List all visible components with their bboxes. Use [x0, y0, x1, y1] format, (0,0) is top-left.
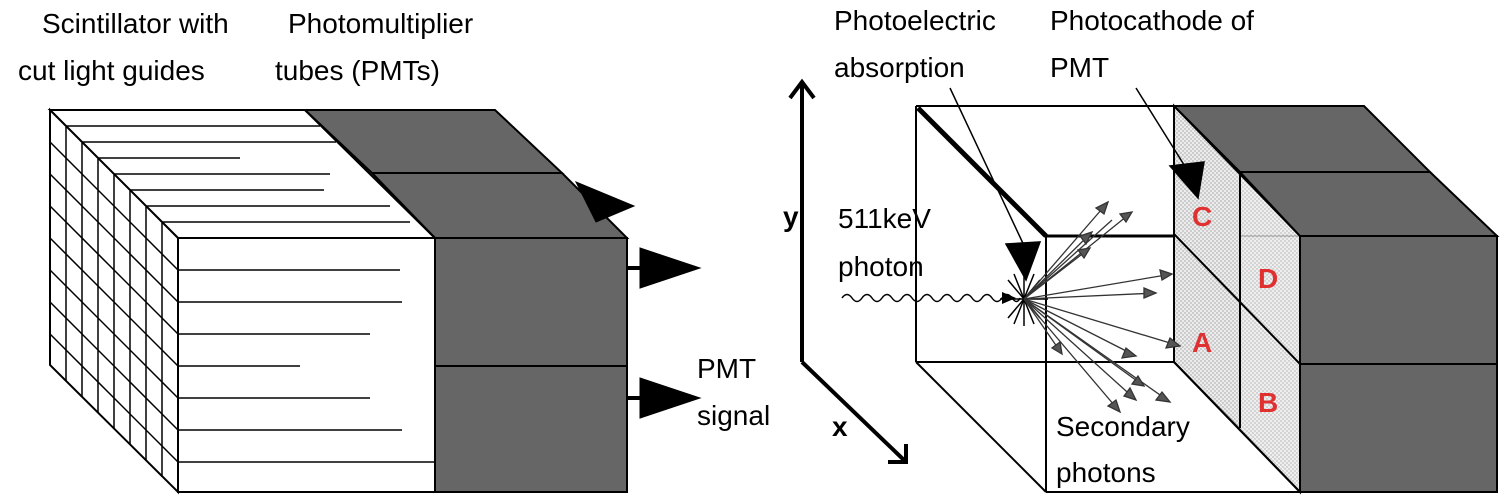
photon-arrowhead — [1002, 292, 1016, 304]
x-axis-arrowhead — [888, 444, 908, 464]
photocathode-label: Photocathode of PMT — [1050, 5, 1262, 83]
axes — [788, 78, 908, 464]
photocathode-pointer-head — [1168, 161, 1205, 200]
right-pmt-front-lower — [1299, 363, 1498, 493]
pmt-array — [302, 109, 630, 493]
detector-label-a: A — [1192, 327, 1212, 358]
crystal-cut-edge — [916, 106, 1048, 238]
detector-labels: C D A B — [1192, 201, 1278, 418]
detector-label-b: B — [1258, 387, 1278, 418]
y-axis-arrowhead — [788, 78, 816, 100]
scintillator-front-face — [177, 237, 436, 493]
photoelectric-label: Photoelectric absorption — [834, 5, 1004, 83]
signal-arrow-lower — [639, 377, 702, 419]
crystal-grid — [49, 125, 435, 477]
photon-label: 511keV photon — [838, 203, 939, 282]
right-pmt-array — [1171, 105, 1500, 493]
pmt-signal-arrows — [574, 181, 702, 419]
pmt-front-lower — [434, 365, 628, 493]
signal-arrow-back — [574, 181, 636, 223]
photocathode-pointer-line — [1135, 87, 1187, 169]
axis-y-label: y — [783, 201, 799, 232]
pmt-front-upper — [434, 237, 628, 367]
axis-x-label: x — [832, 411, 848, 442]
incoming-photon-wave — [841, 293, 1021, 303]
detector-label-c: C — [1192, 201, 1212, 232]
detector-label-d: D — [1258, 263, 1278, 294]
callout-pointers — [949, 87, 1205, 282]
signal-arrow-upper — [639, 247, 702, 289]
secondary-photons-label: Secondary photons — [1056, 411, 1198, 488]
pmt-label: Photomultiplier tubes (PMTs) — [275, 8, 481, 86]
photoelectric-pointer-head — [1004, 241, 1042, 282]
right-pmt-front-upper — [1299, 235, 1498, 365]
scintillator-label: Scintillator with cut light guides — [18, 8, 237, 86]
secondary-photon-rays — [1023, 200, 1182, 414]
pmt-signal-label: PMT signal — [697, 353, 770, 431]
x-axis — [800, 360, 908, 464]
photoelectric-pointer-line — [949, 87, 1029, 255]
